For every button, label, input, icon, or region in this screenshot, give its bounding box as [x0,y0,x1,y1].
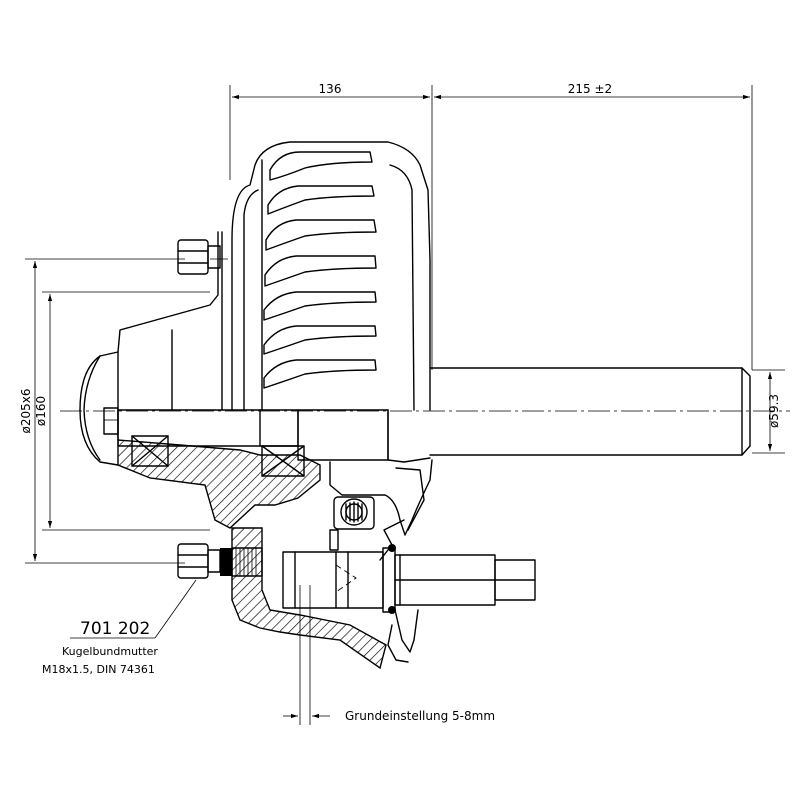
spindle [117,409,431,463]
brake-drum [231,141,431,411]
callout-part-number: 701 202 [80,619,150,639]
brake-shoe-lower [387,609,419,663]
adjustment-dimension: Grundeinstellung 5-8mm [283,585,495,725]
callout-spec: M18x1.5, DIN 74361 [42,663,155,676]
callout-description: Kugelbundmutter [62,645,158,658]
cooling-fins [263,151,377,389]
right-dimension: ø59.3 [752,369,785,454]
nut-callout: 701 202 Kugelbundmutter M18x1.5, DIN 743… [42,579,197,676]
hub-cap [83,355,119,461]
dimension-215: 215 ±2 [568,82,612,96]
inner-bearing [131,435,169,467]
dimension-bolt-circle: ø205x6 [19,389,33,434]
dimension-axle-diameter: ø59.3 [767,394,781,428]
lower-wheel-nut [177,543,263,579]
stud-thread [231,547,263,577]
axle-shaft [429,367,751,456]
adjuster-bolt [333,496,375,530]
dimension-136: 136 [319,82,342,96]
hub-flange [79,231,223,466]
left-dimensions: ø205x6 ø160 [19,258,210,564]
adjustment-label: Grundeinstellung 5-8mm [345,709,495,723]
cable-connector [282,529,536,614]
backing-plate [329,459,433,561]
upper-wheel-nut [177,239,228,275]
top-dimensions: 136 215 ±2 [229,82,753,370]
dimension-spigot: ø160 [34,396,48,426]
